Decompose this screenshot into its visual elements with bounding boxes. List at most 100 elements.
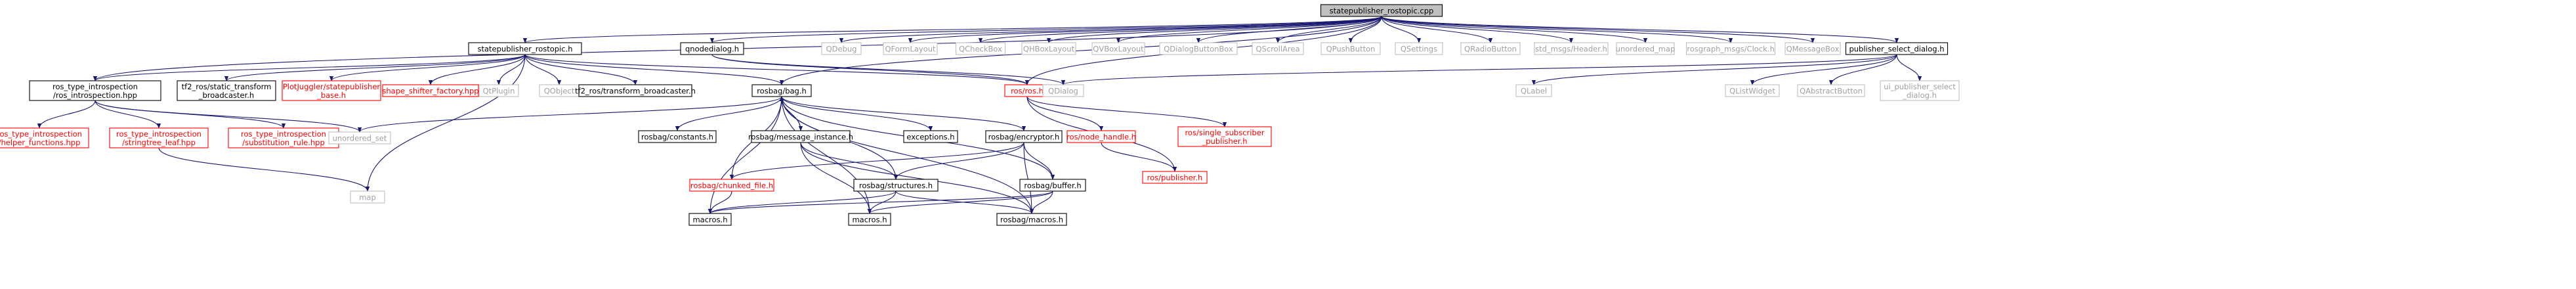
node-label-helper-1: /helper_functions.hpp <box>0 138 80 147</box>
edge-bag-to-macros1 <box>707 96 782 214</box>
node-label-qtplugin-0: QtPlugin <box>483 87 515 96</box>
node-box-psd <box>1845 42 1949 55</box>
node-map: map <box>350 190 385 204</box>
node-box-tf2static <box>177 80 276 101</box>
node-box-nodehandle <box>1066 130 1136 143</box>
edge-bag-to-exc <box>781 96 933 131</box>
node-nodehandle[interactable]: ros/node_handle.h <box>1066 130 1136 143</box>
edge-rti-to-helper <box>37 100 96 129</box>
edge-qnode-to-rosros <box>711 54 1030 85</box>
node-box-shape <box>382 84 479 97</box>
edge-sp_h-to-pjbase <box>329 54 526 81</box>
node-label-enc-0: rosbag/encryptor.h <box>988 133 1060 142</box>
node-tf2tb[interactable]: tf2_ros/transform_broadcaster.h <box>575 84 696 97</box>
node-label-qdialog-0: QDialog <box>1048 87 1078 96</box>
node-label-chunked-0: rosbag/chunked_file.h <box>690 181 773 190</box>
node-sp_h[interactable]: statepublisher_rostopic.h <box>468 42 582 55</box>
node-box-macros1 <box>688 213 732 226</box>
node-consts[interactable]: rosbag/constants.h <box>638 130 717 143</box>
node-psd[interactable]: publisher_select_dialog.h <box>1845 42 1949 55</box>
edge-bag-to-enc <box>781 96 1026 131</box>
node-box-qabs <box>1797 84 1865 97</box>
node-tf2static[interactable]: tf2_ros/static_transform_broadcaster.h <box>177 80 276 101</box>
node-label-root-0: statepublisher_rostopic.cpp <box>1330 7 1434 16</box>
node-box-qvbox <box>1091 42 1145 55</box>
node-label-clock-0: rosgraph_msgs/Clock.h <box>1687 45 1774 54</box>
node-box-singlesub <box>1177 126 1272 147</box>
node-exc[interactable]: exceptions.h <box>903 130 958 143</box>
edge-msginst-to-macros2 <box>800 142 872 214</box>
node-label-qlist-0: QListWidget <box>1729 87 1775 96</box>
node-label-qabs-0: QAbstractButton <box>1800 87 1863 96</box>
node-macros1[interactable]: macros.h <box>688 213 732 226</box>
node-box-macros2 <box>848 213 891 226</box>
node-msginst[interactable]: rosbag/message_instance.h <box>748 130 853 143</box>
node-label-tf2static-1: _broadcaster.h <box>198 91 254 100</box>
node-qmsgbox: QMessageBox <box>1784 42 1841 55</box>
node-rti[interactable]: ros_type_introspection/ros_introspection… <box>29 80 161 101</box>
node-label-bagmacros-0: rosbag/macros.h <box>1000 215 1063 225</box>
node-label-structs-0: rosbag/structures.h <box>859 181 933 190</box>
edge-bag-to-uset <box>357 96 782 133</box>
node-label-stdhdr-0: std_msgs/Header.h <box>1535 45 1607 54</box>
node-rosros[interactable]: ros/ros.h <box>1004 84 1050 97</box>
node-label-macros2-0: macros.h <box>852 215 887 225</box>
edge-sp_h-to-shape <box>428 54 526 85</box>
node-strtree[interactable]: ros_type_introspection/stringtree_leaf.h… <box>109 127 209 148</box>
node-publisher[interactable]: ros/publisher.h <box>1142 171 1208 184</box>
node-box-qcheckbox <box>955 42 1006 55</box>
node-qlabel: QLabel <box>1515 84 1552 97</box>
node-box-umap <box>1616 42 1675 55</box>
node-label-psd-0: publisher_select_dialog.h <box>1849 45 1944 54</box>
node-bag[interactable]: rosbag/bag.h <box>751 84 812 97</box>
node-umap: unordered_map <box>1616 42 1675 55</box>
edge-root-to-psd <box>1381 16 1899 43</box>
node-qlist: QListWidget <box>1725 84 1780 97</box>
edge-msginst-to-bag <box>779 96 801 131</box>
edge-buffer-to-macros2 <box>867 190 1053 214</box>
edge-bag-to-consts <box>675 96 782 131</box>
node-label-rosros-0: ros/ros.h <box>1011 87 1044 96</box>
node-label-qlabel-0: QLabel <box>1521 87 1547 96</box>
node-root[interactable]: statepublisher_rostopic.cpp <box>1320 4 1443 17</box>
node-enc[interactable]: rosbag/encryptor.h <box>985 130 1063 143</box>
node-box-qlist <box>1725 84 1780 97</box>
node-label-qsettings-0: QSettings <box>1401 45 1437 54</box>
node-label-tf2static-0: tf2_ros/static_transform <box>182 82 272 91</box>
node-helper[interactable]: ros_type_introspection/helper_functions.… <box>0 127 89 148</box>
node-qnode[interactable]: qnodedialog.h <box>680 42 744 55</box>
edge-root-to-bag <box>779 16 1382 85</box>
edge-root-to-qcheckbox <box>979 16 1382 43</box>
edge-msginst-to-bagmacros <box>800 142 1034 214</box>
node-box-qpush <box>1320 42 1381 55</box>
edge-root-to-qhbox <box>1046 16 1382 43</box>
node-subst[interactable]: ros_type_introspection/substitution_rule… <box>228 127 339 148</box>
node-label-macros1-0: macros.h <box>692 215 727 225</box>
node-shape[interactable]: shape_shifter_factory.hpp <box>382 84 479 97</box>
node-macros2[interactable]: macros.h <box>848 213 891 226</box>
node-label-qobject-0: QObject <box>544 87 575 96</box>
node-bagmacros[interactable]: rosbag/macros.h <box>996 213 1067 226</box>
node-label-strtree-1: /stringtree_leaf.hpp <box>122 138 196 147</box>
node-pjbase[interactable]: PlotJuggler/statepublisher_base.h <box>282 80 381 101</box>
node-qformlayout: QFormLayout <box>883 42 938 55</box>
node-qhbox: QHBoxLayout <box>1021 42 1076 55</box>
node-label-nodehandle-0: ros/node_handle.h <box>1066 133 1136 142</box>
node-singlesub[interactable]: ros/single_subscriber_publisher.h <box>1177 126 1272 147</box>
node-structs[interactable]: rosbag/structures.h <box>853 179 939 192</box>
edge-buffer-to-macros1 <box>708 190 1053 214</box>
node-label-publisher-0: ros/publisher.h <box>1147 173 1203 183</box>
node-label-helper-0: ros_type_introspection <box>0 129 82 139</box>
edge-rti-to-subst <box>95 100 286 129</box>
node-label-qvbox-0: QVBoxLayout <box>1093 45 1144 54</box>
edge-root-to-clock <box>1381 16 1733 43</box>
node-box-uipsd <box>1880 80 1960 101</box>
edge-psd-to-uipsd <box>1896 54 1922 81</box>
node-label-uset-0: unordered_set <box>333 134 387 143</box>
edge-enc-to-structs <box>893 142 1024 180</box>
node-chunked[interactable]: rosbag/chunked_file.h <box>689 179 774 192</box>
edge-root-to-sp_h <box>523 16 1382 43</box>
node-box-msginst <box>751 130 851 143</box>
node-buffer[interactable]: rosbag/buffer.h <box>1019 179 1086 192</box>
node-label-singlesub-0: ros/single_subscriber <box>1185 128 1264 137</box>
